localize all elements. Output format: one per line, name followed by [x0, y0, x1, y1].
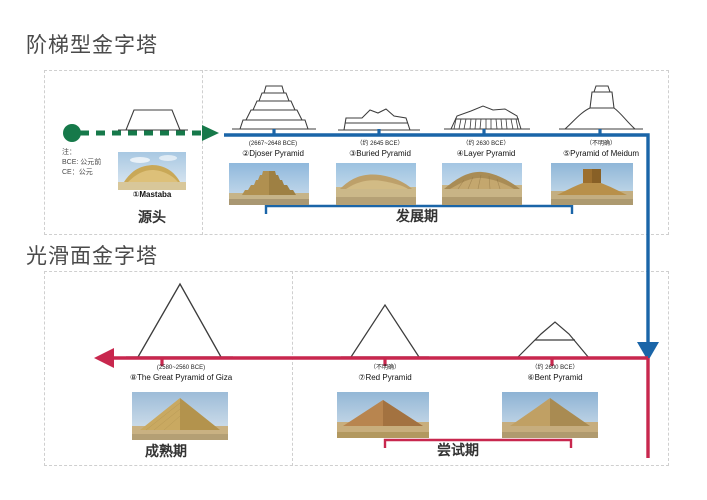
section-title-smooth-pyramid: 光滑面金字塔: [26, 244, 158, 268]
caption-date-red: （不明确）: [369, 365, 400, 371]
caption-date-buried: （约 2645 BCE）: [356, 141, 404, 147]
flow-line-blue-development: [222, 118, 662, 380]
divider-source-development: [202, 70, 203, 235]
photo-djoser-pyramid: [229, 163, 309, 205]
flow-arrow-green-origin: [60, 122, 230, 144]
caption-name-buried: ③Buried Pyramid: [349, 148, 411, 158]
caption-name-djoser: ②Djoser Pyramid: [242, 148, 304, 158]
caption-date-meidum: （不明确）: [585, 141, 616, 147]
caption-date-bent: （约 2600 BCE）: [531, 365, 579, 371]
sketch-layer-pyramid: [441, 98, 533, 132]
photo-buried-pyramid: [336, 163, 416, 205]
photo-great-pyramid-giza: [132, 392, 228, 440]
caption-name-layer: ④Layer Pyramid: [456, 148, 516, 158]
caption-djoser-pyramid: (2667~2648 BCE) ②Djoser Pyramid: [215, 141, 331, 159]
caption-mastaba: ①Mastaba: [112, 190, 192, 199]
brace-development-period: [264, 203, 574, 221]
photo-mastaba: [118, 152, 186, 190]
phase-label-trial: 尝试期: [437, 443, 479, 459]
caption-bent-pyramid: （约 2600 BCE） ⑥Bent Pyramid: [495, 365, 615, 383]
caption-buried-pyramid: （约 2645 BCE） ③Buried Pyramid: [322, 141, 438, 159]
phase-label-development: 发展期: [396, 209, 438, 225]
panel-step-pyramid-section: [44, 70, 669, 235]
photo-layer-pyramid: [442, 163, 522, 205]
photo-red-pyramid: [337, 392, 429, 438]
caption-name-meidum: ⑤Pyramid of Meidum: [562, 148, 640, 158]
caption-name-bent: ⑥Bent Pyramid: [527, 372, 583, 382]
sketch-mastaba: [112, 100, 192, 132]
caption-great-pyramid-giza: (2580~2560 BCE) ⑧The Great Pyramid of Gi…: [106, 365, 256, 383]
caption-date-djoser: (2667~2648 BCE): [248, 141, 298, 147]
caption-date-layer: （约 2630 BCE）: [462, 141, 510, 147]
legend-note-line-3: CE：公元: [62, 169, 93, 177]
caption-layer-pyramid: （约 2630 BCE） ④Layer Pyramid: [428, 141, 544, 159]
divider-mature-trial: [292, 271, 293, 466]
section-title-step-pyramid: 阶梯型金字塔: [26, 33, 158, 57]
photo-bent-pyramid: [502, 392, 598, 438]
caption-name-red: ⑦Red Pyramid: [358, 372, 412, 382]
legend-note-line-2: BCE: 公元前: [62, 159, 102, 167]
photo-meidum-pyramid: [551, 163, 633, 205]
phase-label-source: 源头: [138, 210, 166, 226]
brace-trial-period: [383, 437, 573, 455]
legend-note-line-1: 注：: [62, 149, 76, 156]
flow-line-crimson-mature: [92, 348, 662, 468]
caption-red-pyramid: （不明确） ⑦Red Pyramid: [330, 365, 440, 383]
caption-date-giza: (2580~2560 BCE): [156, 365, 206, 371]
phase-label-mature: 成熟期: [145, 444, 187, 460]
caption-meidum-pyramid: （不明确） ⑤Pyramid of Meidum: [537, 141, 665, 159]
caption-name-giza: ⑧The Great Pyramid of Giza: [129, 372, 233, 382]
legend-note: 注： BCE: 公元前 CE：公元: [62, 148, 101, 178]
caption-name-mastaba: ①Mastaba: [132, 190, 172, 199]
panel-smooth-pyramid-section: [44, 271, 669, 466]
